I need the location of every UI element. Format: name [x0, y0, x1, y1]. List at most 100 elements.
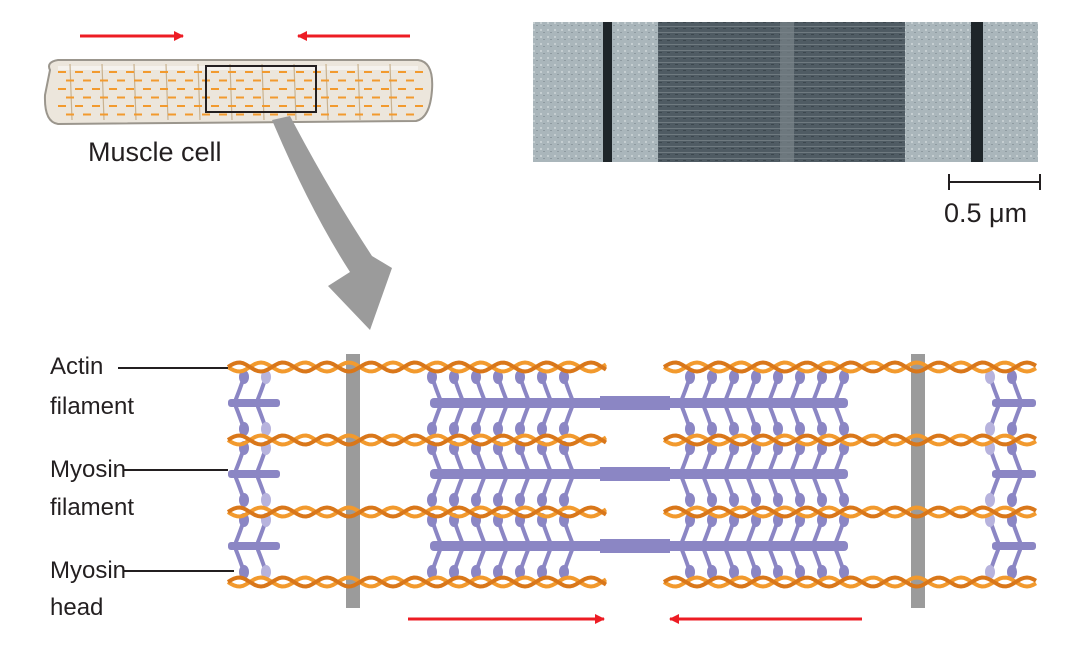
myosin-head [471, 493, 481, 507]
actin-filament [662, 360, 1037, 374]
myosin-head [261, 493, 271, 507]
cell-stripe [357, 63, 361, 121]
actin-filament [226, 433, 608, 447]
myosin-head [537, 422, 547, 436]
myosin-head [493, 422, 503, 436]
myosin-head [471, 565, 481, 579]
actin-filaments [226, 360, 1037, 589]
myosin-head [1007, 493, 1017, 507]
myosin-filament-partial [992, 542, 1036, 550]
myosin-head [537, 493, 547, 507]
myosin-head [817, 565, 827, 579]
myosin-head [795, 565, 805, 579]
myosin-head [773, 493, 783, 507]
cell-zoom-box [205, 65, 317, 113]
scale-bar-label: 0.5 μm [944, 198, 1028, 228]
myosin-head [515, 565, 525, 579]
myosin-head-leader [124, 570, 234, 572]
muscle-cell-illustration [43, 59, 434, 126]
myosin-head [559, 422, 569, 436]
myosin-head [685, 422, 695, 436]
cell-stripe [325, 63, 329, 121]
cell-stripe [229, 63, 233, 121]
cell-stripe [101, 63, 105, 121]
myosin-filament-label-line1: Myosin [50, 456, 127, 483]
myosin-head [261, 565, 271, 579]
actin-filament [226, 505, 608, 519]
myosin-head [839, 422, 849, 436]
muscle-cell-label: Muscle cell [88, 137, 222, 167]
myosin-head-label-line2: head [50, 594, 104, 621]
actin-filament-leader [118, 367, 228, 369]
myosin-head [773, 370, 783, 384]
actin-filament [662, 575, 1037, 589]
cell-striations [58, 63, 423, 121]
myosin-head [985, 422, 995, 436]
myosin-filament-partial [228, 470, 280, 478]
myosin-head [751, 370, 761, 384]
zoom-arrow [272, 116, 392, 330]
myosin-bare-zone [600, 539, 670, 553]
myosin-head [685, 493, 695, 507]
sarcomere-diagram [226, 354, 1037, 608]
myosin-head [817, 370, 827, 384]
myosin-head [839, 565, 849, 579]
myosin-head [493, 370, 503, 384]
myosin-bare-zone [600, 396, 670, 410]
myosin-head [685, 565, 695, 579]
myosin-head [839, 370, 849, 384]
cell-stripe [293, 63, 297, 121]
myosin-head [515, 370, 525, 384]
myosin-head [515, 493, 525, 507]
myosin-head [239, 493, 249, 507]
cell-stripe [197, 63, 201, 121]
myosin-head [239, 370, 249, 384]
myosin-head [493, 565, 503, 579]
z-lines [346, 354, 925, 608]
myosin-filament-label-line2: filament [50, 494, 135, 521]
myosin-filament-partial [228, 399, 280, 407]
myosin-filament-partial [992, 399, 1036, 407]
myosin-head [515, 422, 525, 436]
cell-stripe [389, 63, 393, 121]
myosin-head [729, 370, 739, 384]
myosin-head [729, 493, 739, 507]
actin-filament [662, 505, 1037, 519]
myosin-head [773, 422, 783, 436]
myosin-head [729, 565, 739, 579]
myosin-head [985, 565, 995, 579]
myosin-head [751, 422, 761, 436]
myosin-head [707, 493, 717, 507]
myosin-head [427, 565, 437, 579]
myosin-head [427, 370, 437, 384]
actin-filament [226, 575, 608, 589]
myosin-head [239, 565, 249, 579]
electron-micrograph [533, 22, 1038, 162]
cell-stripe [69, 63, 73, 121]
myosin-head [239, 422, 249, 436]
myosin-head [449, 422, 459, 436]
myosin-head [707, 370, 717, 384]
myosin-head [685, 370, 695, 384]
z-line [911, 354, 925, 608]
myosin-head [795, 370, 805, 384]
myosin-head-label-line1: Myosin [50, 557, 127, 584]
myosin-filament-partial [228, 542, 280, 550]
myosin-head [1007, 370, 1017, 384]
actin-filament [226, 360, 608, 374]
myosin-head [1007, 565, 1017, 579]
myosin-head [427, 422, 437, 436]
myosin-filament-leader [124, 469, 228, 471]
myosin-head [839, 493, 849, 507]
myosin-head [707, 565, 717, 579]
myosin-head [729, 422, 739, 436]
myosin-head [471, 370, 481, 384]
myosin-head [795, 493, 805, 507]
myosin-bare-zone [600, 467, 670, 481]
myosin-head [751, 565, 761, 579]
myosin-head [707, 422, 717, 436]
myosin-head [559, 370, 569, 384]
myosin-head [449, 370, 459, 384]
myosin-filaments [228, 370, 1036, 579]
